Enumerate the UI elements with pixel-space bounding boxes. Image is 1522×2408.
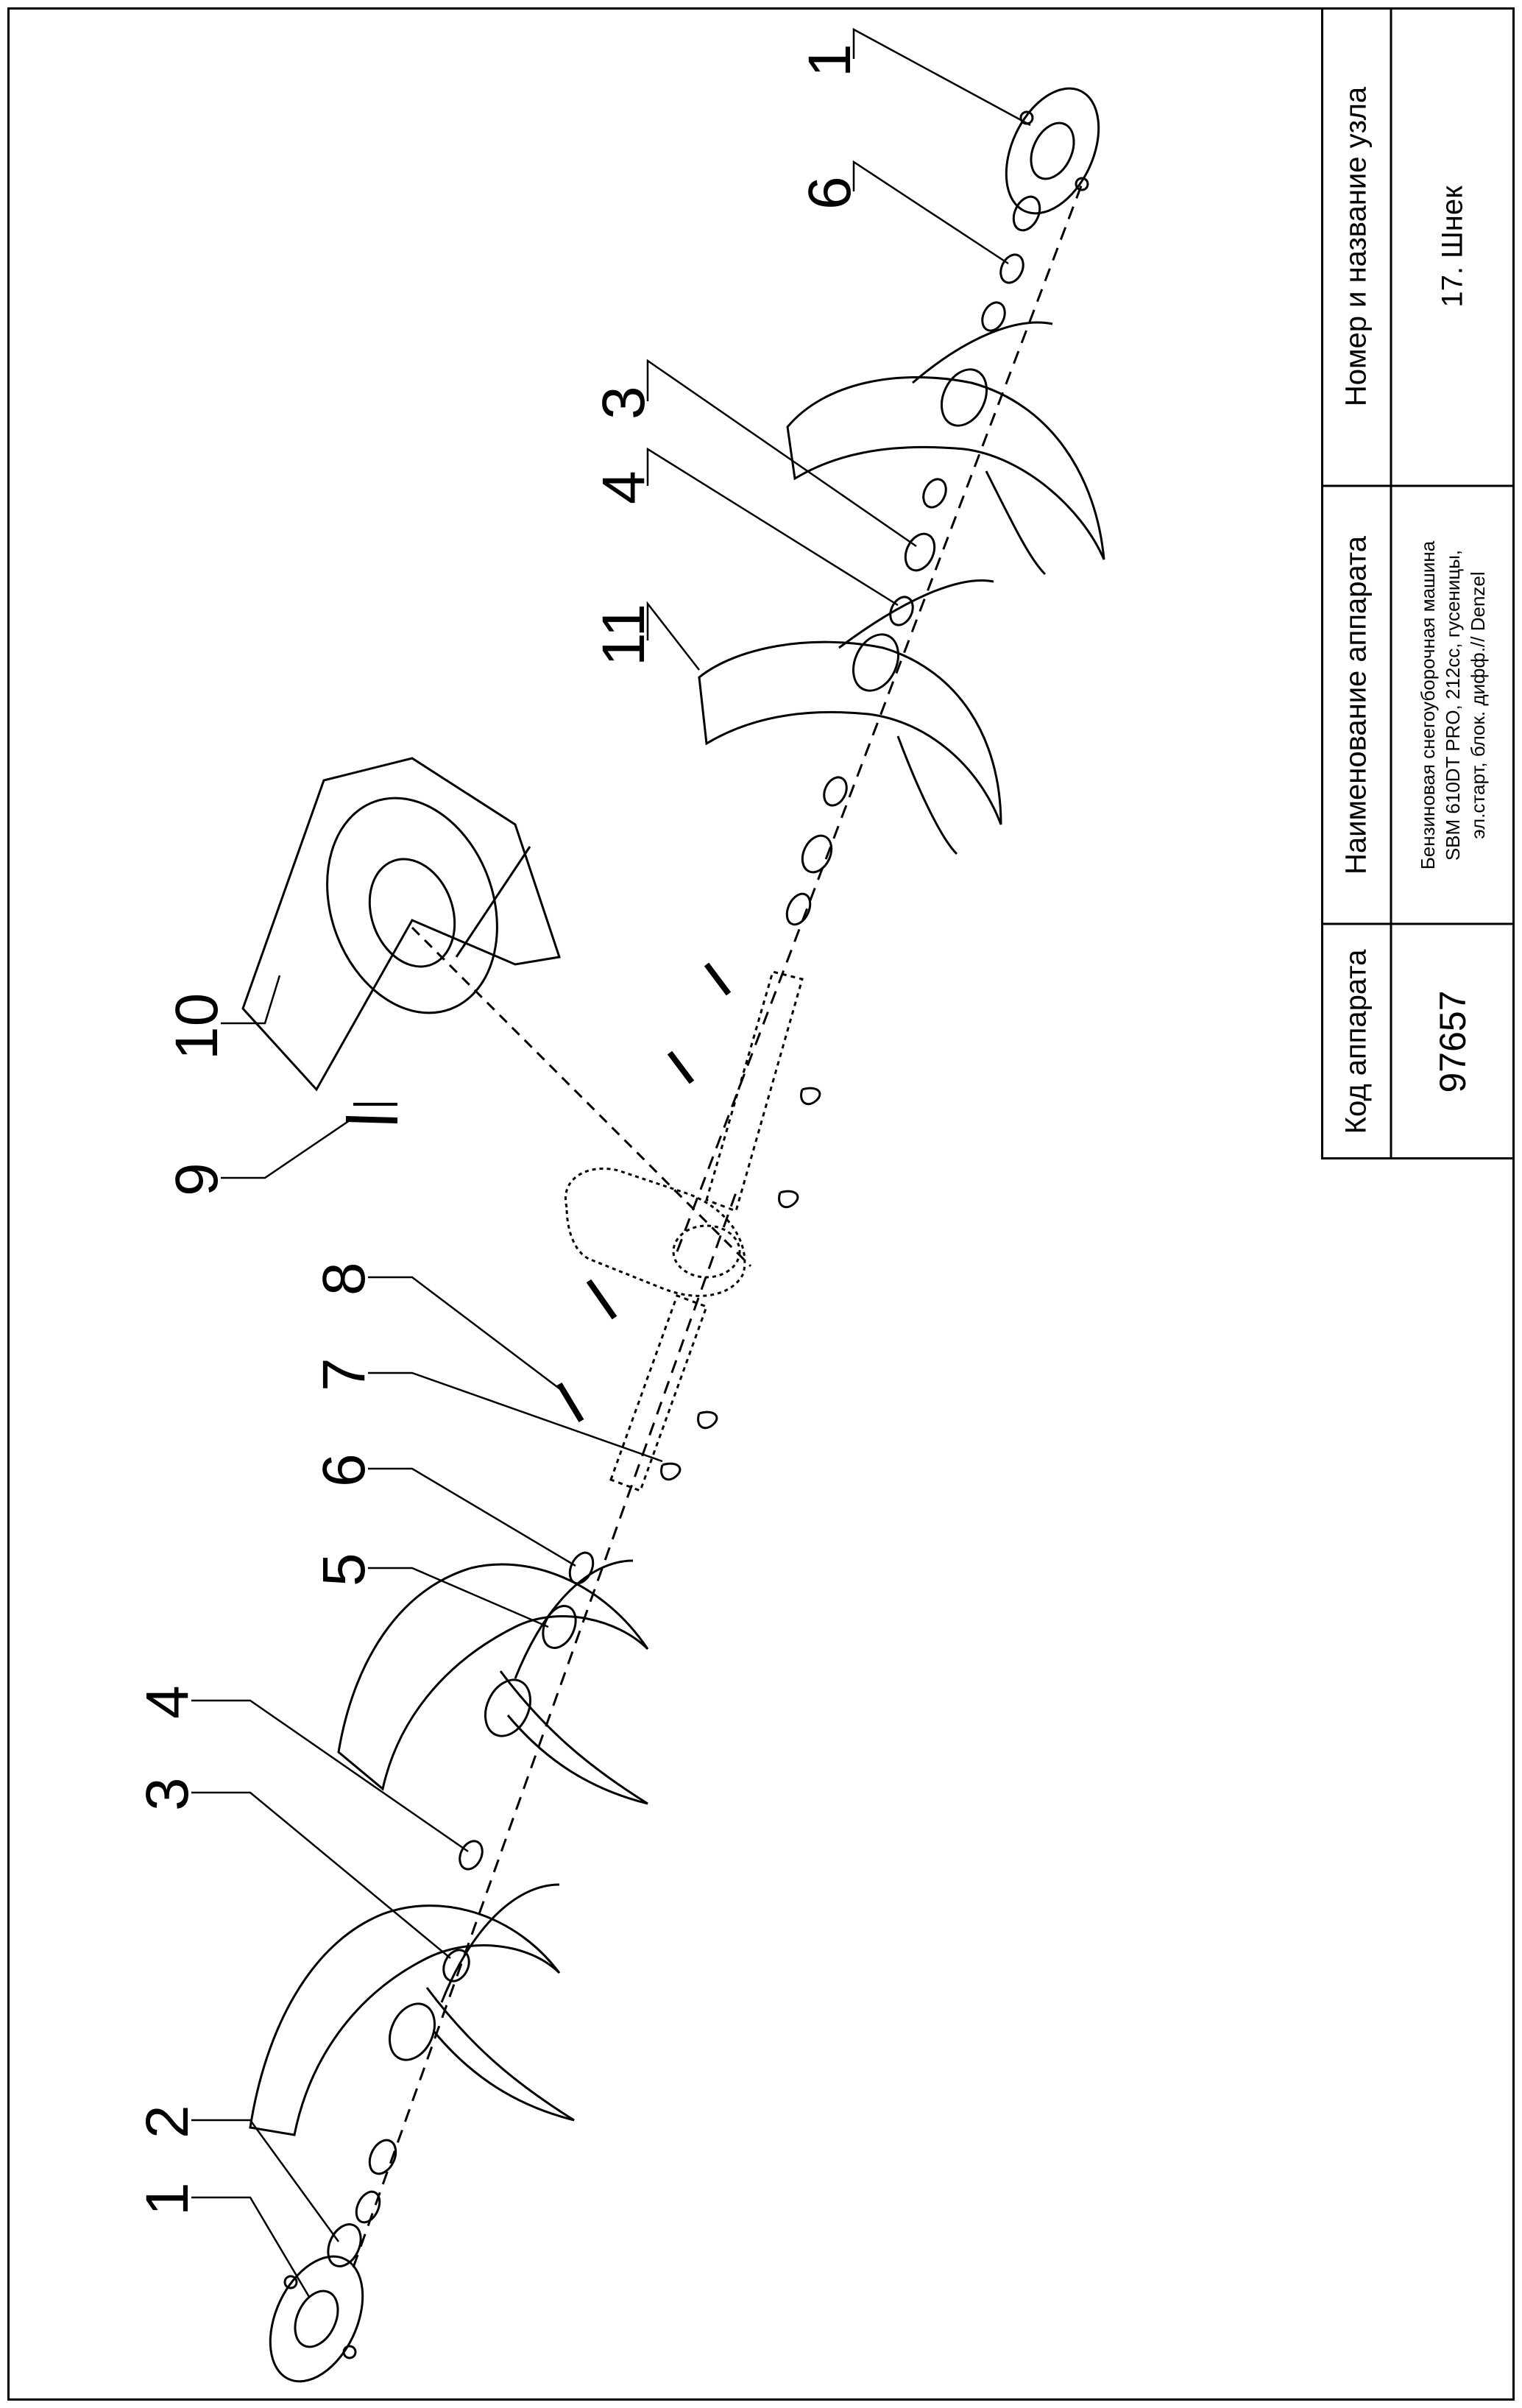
device-header-cell: Наименование аппарата bbox=[1321, 486, 1391, 924]
washer-part-6-right bbox=[999, 253, 1024, 284]
bushing-left-3 bbox=[442, 1949, 470, 1982]
leader-lines bbox=[191, 27, 1031, 2298]
callout-3-right: 3 bbox=[590, 386, 657, 420]
callout-8: 8 bbox=[311, 1262, 378, 1296]
spacer-right-lower bbox=[801, 834, 833, 874]
half-shaft-right bbox=[705, 970, 804, 1212]
device-value: Бензиновая снегоуборочная машина SBM 610… bbox=[1415, 499, 1490, 911]
auger-blade-left-inner bbox=[337, 1559, 649, 1805]
impeller-part-10 bbox=[241, 757, 561, 1092]
callout-9: 9 bbox=[163, 1162, 230, 1196]
device-value-cell: Бензиновая снегоуборочная машина SBM 610… bbox=[1391, 486, 1515, 924]
bushing-right-upper bbox=[922, 478, 947, 509]
node-header-cell: Номер и название узла bbox=[1321, 7, 1391, 486]
callout-11: 11 bbox=[590, 604, 657, 666]
bushing-part-2 bbox=[327, 2223, 362, 2267]
spacer-part-3-right bbox=[904, 532, 936, 572]
drawing-frame bbox=[7, 7, 1515, 2401]
spacer-left bbox=[368, 2139, 397, 2175]
callout-3-left: 3 bbox=[134, 1777, 201, 1811]
half-shaft-left bbox=[609, 1294, 708, 1492]
bushing-left-4 bbox=[459, 1840, 484, 1871]
code-value-cell: 97657 bbox=[1391, 924, 1515, 1159]
callout-1-left: 1 bbox=[134, 2182, 201, 2216]
auger-blade-right-outer bbox=[786, 321, 1105, 576]
spacer-part-5 bbox=[542, 1605, 577, 1649]
auger-blade-left-outer bbox=[249, 1883, 575, 2136]
title-block: Номер и название узла 17. Шнек Наименова… bbox=[1321, 7, 1515, 1159]
cotter-pin-7 bbox=[660, 1462, 682, 1481]
bushing-right-lower bbox=[823, 776, 848, 807]
auger-blade-part-11 bbox=[698, 579, 1002, 855]
callout-10: 10 bbox=[163, 993, 230, 1060]
shaft-axis-gearbox bbox=[411, 926, 752, 1268]
device-line-1: Бензиновая снегоуборочная машина bbox=[1417, 540, 1439, 869]
gearbox-housing bbox=[564, 1167, 746, 1297]
code-header: Код аппарата bbox=[1339, 949, 1372, 1134]
cotter-pin-right-2 bbox=[800, 1087, 821, 1106]
washer-left bbox=[355, 2190, 381, 2224]
cotter-pin-right-1 bbox=[778, 1190, 799, 1209]
callout-1-right: 1 bbox=[796, 43, 863, 77]
cotter-pin-lower bbox=[697, 1410, 718, 1430]
spacer-right-top bbox=[1012, 195, 1041, 232]
callout-4-left: 4 bbox=[134, 1685, 201, 1719]
code-value: 97657 bbox=[1432, 990, 1473, 1093]
code-header-cell: Код аппарата bbox=[1321, 924, 1391, 1159]
node-value: 17. Шнек bbox=[1436, 186, 1469, 308]
callout-6-right: 6 bbox=[796, 176, 863, 210]
node-header: Номер и название узла bbox=[1339, 86, 1372, 407]
device-header: Наименование аппарата bbox=[1339, 535, 1372, 875]
shear-bolt-right-2 bbox=[704, 962, 732, 996]
node-value-cell: 17. Шнек bbox=[1391, 7, 1515, 486]
shear-bolt-right-1 bbox=[667, 1051, 695, 1084]
callout-5: 5 bbox=[311, 1553, 378, 1586]
flange-bearing-left bbox=[269, 2255, 364, 2383]
washer-right-lower bbox=[785, 892, 812, 926]
callout-labels: 1 2 3 4 5 6 7 8 9 10 11 3 4 6 1 bbox=[134, 43, 863, 2216]
device-line-2: SBM 610DT PRO, 212cc, гусеницы, bbox=[1442, 549, 1464, 861]
shear-bolt-part-8 bbox=[556, 1382, 584, 1423]
shaft-axis-right bbox=[676, 183, 1083, 1252]
shaft-axis-left bbox=[352, 1192, 737, 2268]
callout-7: 7 bbox=[311, 1357, 378, 1391]
device-line-3: эл.старт, блок. дифф.// Denzel bbox=[1467, 571, 1489, 839]
bushing-part-4-right bbox=[889, 596, 914, 626]
flange-bearing-right bbox=[1005, 87, 1100, 215]
bushing-right-top bbox=[981, 301, 1006, 332]
callout-2: 2 bbox=[134, 2105, 201, 2139]
callout-4-right: 4 bbox=[590, 470, 657, 504]
shear-bolt-upper bbox=[586, 1279, 617, 1320]
title-block-grid bbox=[1321, 7, 1515, 1159]
callout-6-left: 6 bbox=[311, 1453, 378, 1487]
key-part-9 bbox=[345, 1116, 398, 1123]
